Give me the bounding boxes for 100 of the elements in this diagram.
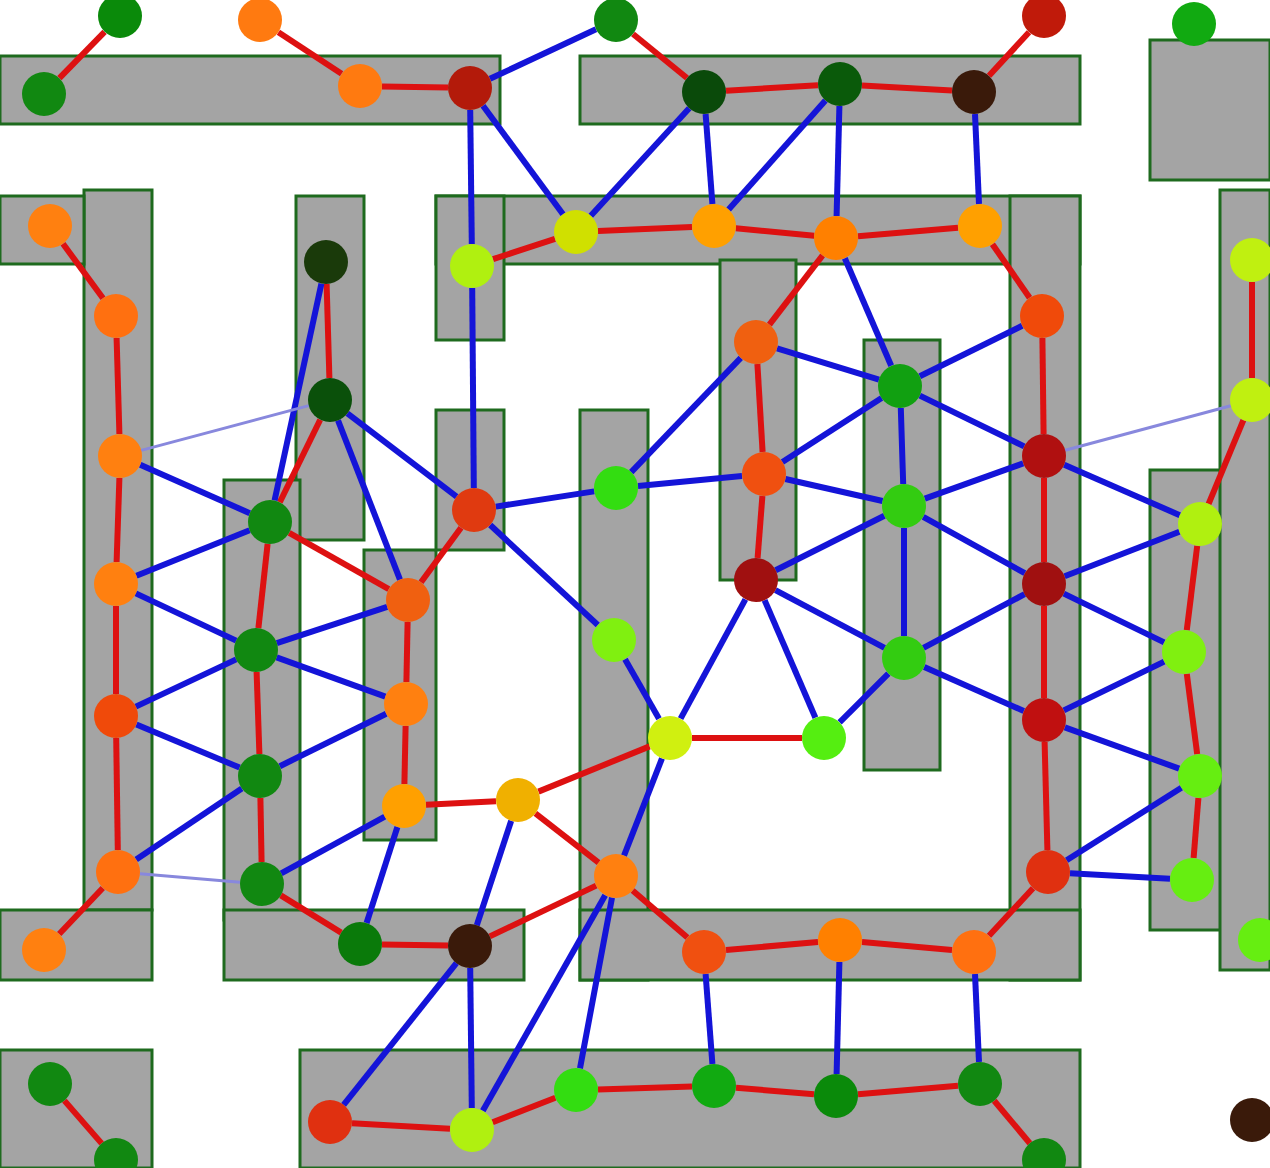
connector-line: [767, 253, 825, 327]
connector-line: [467, 109, 475, 245]
connector-line: [276, 29, 344, 77]
connector-line: [577, 897, 615, 1069]
connector-line: [255, 543, 271, 629]
connector-line: [473, 819, 515, 927]
connector-line: [780, 395, 884, 465]
connector-line: [363, 826, 401, 924]
connector-line: [1063, 529, 1181, 579]
connector-line: [784, 476, 884, 504]
connector-line: [631, 31, 689, 81]
connector-line: [922, 591, 1026, 651]
connector-line: [774, 513, 886, 573]
connector-line: [60, 242, 106, 300]
connector-line: [113, 337, 123, 435]
node-circle: [1172, 2, 1216, 46]
connector-line: [923, 664, 1025, 714]
connector-line: [1065, 785, 1183, 863]
connector-line: [57, 29, 107, 81]
connector-line: [861, 939, 953, 953]
node-circle: [594, 0, 638, 42]
connector-line: [253, 671, 263, 755]
connector-line: [418, 526, 464, 584]
connector-line: [1183, 673, 1201, 755]
connector-line: [923, 460, 1025, 502]
connector-line: [139, 872, 241, 884]
connector-line: [1064, 404, 1232, 452]
connector-line: [901, 528, 907, 636]
node-circle: [802, 716, 846, 760]
connector-line: [1041, 478, 1047, 562]
connector-line: [134, 656, 238, 710]
connector-line: [271, 282, 325, 502]
connector-line: [630, 888, 690, 940]
connector-line: [1190, 797, 1202, 859]
connector-line: [135, 721, 241, 771]
connector-line: [921, 514, 1027, 576]
connector-line: [345, 411, 459, 499]
connector-line: [989, 242, 1033, 300]
connector-line: [134, 590, 238, 644]
connector-line: [1249, 282, 1255, 378]
connector-line: [754, 363, 766, 453]
connector-line: [597, 1083, 693, 1093]
connector-line: [113, 477, 123, 563]
connector-line: [113, 606, 119, 694]
connector-line: [692, 735, 802, 741]
node-circle: [648, 716, 692, 760]
connector-line: [1063, 724, 1181, 772]
connector-line: [425, 798, 497, 808]
connector-line: [257, 797, 265, 863]
connector-line: [725, 82, 819, 94]
connector-line: [480, 104, 566, 216]
connector-line: [776, 345, 880, 383]
connector-line: [341, 961, 459, 1107]
connector-line: [335, 419, 403, 581]
connector-line: [278, 711, 388, 769]
connector-line: [1062, 658, 1166, 714]
node-circle: [496, 778, 540, 822]
connector-line: [135, 527, 251, 579]
node-circle: [1230, 1098, 1270, 1142]
connector-line: [1041, 741, 1051, 851]
connector-line: [842, 257, 894, 367]
connector-line: [1062, 590, 1166, 646]
connector-line: [1205, 419, 1247, 505]
connector-line: [1069, 870, 1171, 882]
connector-line: [381, 83, 449, 91]
connector-line: [113, 737, 121, 851]
connector-line: [629, 355, 743, 475]
connector-line: [991, 1098, 1033, 1146]
connector-line: [275, 603, 389, 647]
connector-line: [1039, 337, 1047, 435]
connector-line: [277, 418, 323, 504]
connector-line: [621, 757, 665, 857]
connector-line: [488, 26, 598, 82]
connector-line: [918, 323, 1024, 379]
connector-line: [597, 224, 693, 234]
connector-line: [702, 113, 716, 205]
connector-line: [972, 113, 982, 205]
connector-line: [588, 106, 692, 218]
node-circle: [238, 0, 282, 42]
connector-line: [735, 225, 815, 239]
connector-line: [726, 98, 828, 212]
connector-line: [275, 654, 387, 700]
connector-line: [837, 671, 891, 725]
connector-line: [401, 725, 409, 785]
connector-line: [139, 462, 251, 516]
connector-line: [140, 404, 310, 452]
connector-line: [533, 811, 601, 865]
connector-line: [861, 82, 953, 94]
connector-line: [622, 657, 662, 721]
connector-line: [1041, 606, 1047, 698]
node-circle: [1022, 0, 1066, 38]
connector-line: [754, 495, 766, 559]
connector-line: [488, 522, 600, 628]
connector-line: [323, 283, 333, 379]
connector-line: [833, 961, 843, 1075]
connector-line: [62, 1098, 104, 1146]
connector-line: [488, 882, 598, 940]
connector-line: [677, 597, 749, 721]
connector-line: [491, 1095, 557, 1125]
node-circle: [98, 0, 142, 38]
